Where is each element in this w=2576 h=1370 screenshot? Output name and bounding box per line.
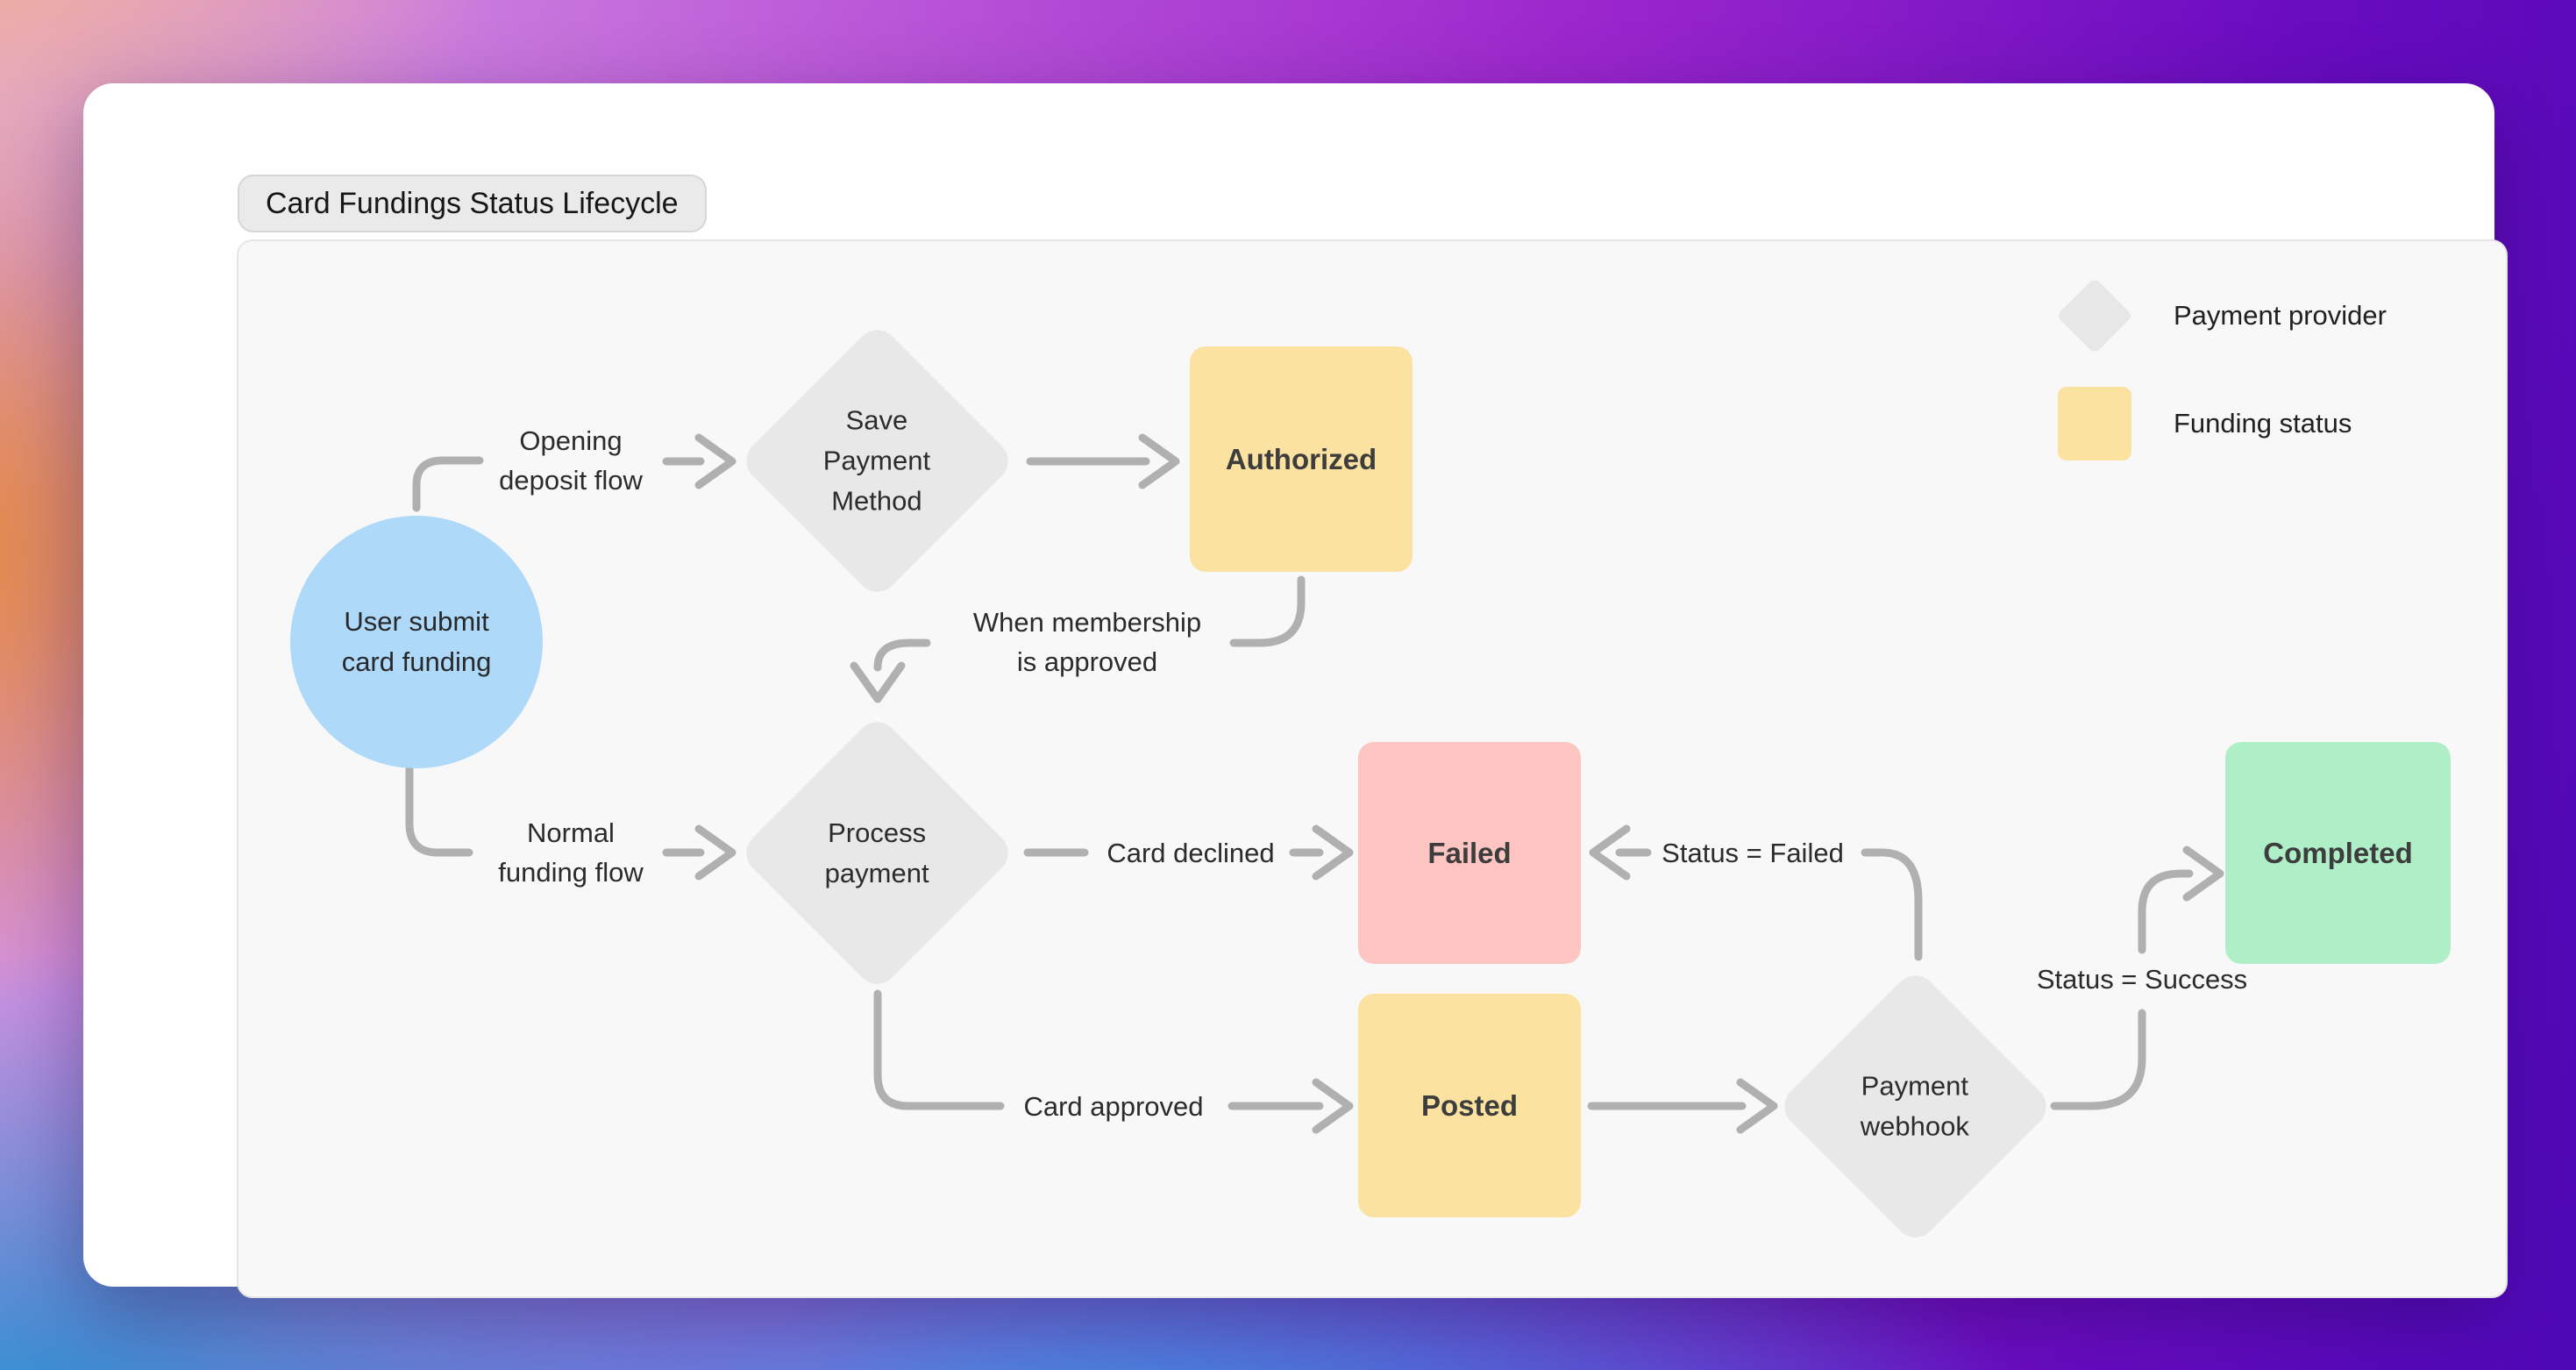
node-label: Completed <box>2263 836 2413 869</box>
edge-label-card-approved: Card approved <box>1023 1091 1204 1122</box>
node-label: Process payment <box>825 817 929 888</box>
node-failed[interactable]: Failed <box>1358 742 1581 964</box>
edge-label-normal-funding-flow: Normal funding flow <box>498 817 644 888</box>
edge-label-opening-deposit-flow: Opening deposit flow <box>499 425 643 496</box>
edge-label-status-success: Status = Success <box>2036 964 2248 995</box>
node-label: Authorized <box>1225 442 1377 475</box>
edge-label-status-failed: Status = Failed <box>1662 838 1844 868</box>
node-completed[interactable]: Completed <box>2225 742 2451 964</box>
node-label: Save Payment Method <box>823 404 931 517</box>
edge-label-when-membership-approved: When membership is approved <box>972 607 1202 677</box>
node-authorized[interactable]: Authorized <box>1190 346 1413 572</box>
node-label: Failed <box>1427 836 1512 869</box>
diagram-title: Card Fundings Status Lifecycle <box>238 175 707 232</box>
legend-payment-provider-label: Payment provider <box>2174 300 2387 331</box>
legend-funding-status-icon <box>2058 387 2131 460</box>
legend-funding-status-label: Funding status <box>2174 408 2352 439</box>
diagram-card: Card Fundings Status Lifecycle <box>83 83 2508 1298</box>
node-user-submit-card-funding[interactable]: User submit card funding <box>290 516 543 768</box>
node-label: Payment webhook <box>1861 1070 1970 1142</box>
edge-label-card-declined: Card declined <box>1107 838 1275 868</box>
node-label: User submit card funding <box>341 606 492 677</box>
node-label: Posted <box>1420 1088 1519 1122</box>
node-posted[interactable]: Posted <box>1358 994 1581 1217</box>
